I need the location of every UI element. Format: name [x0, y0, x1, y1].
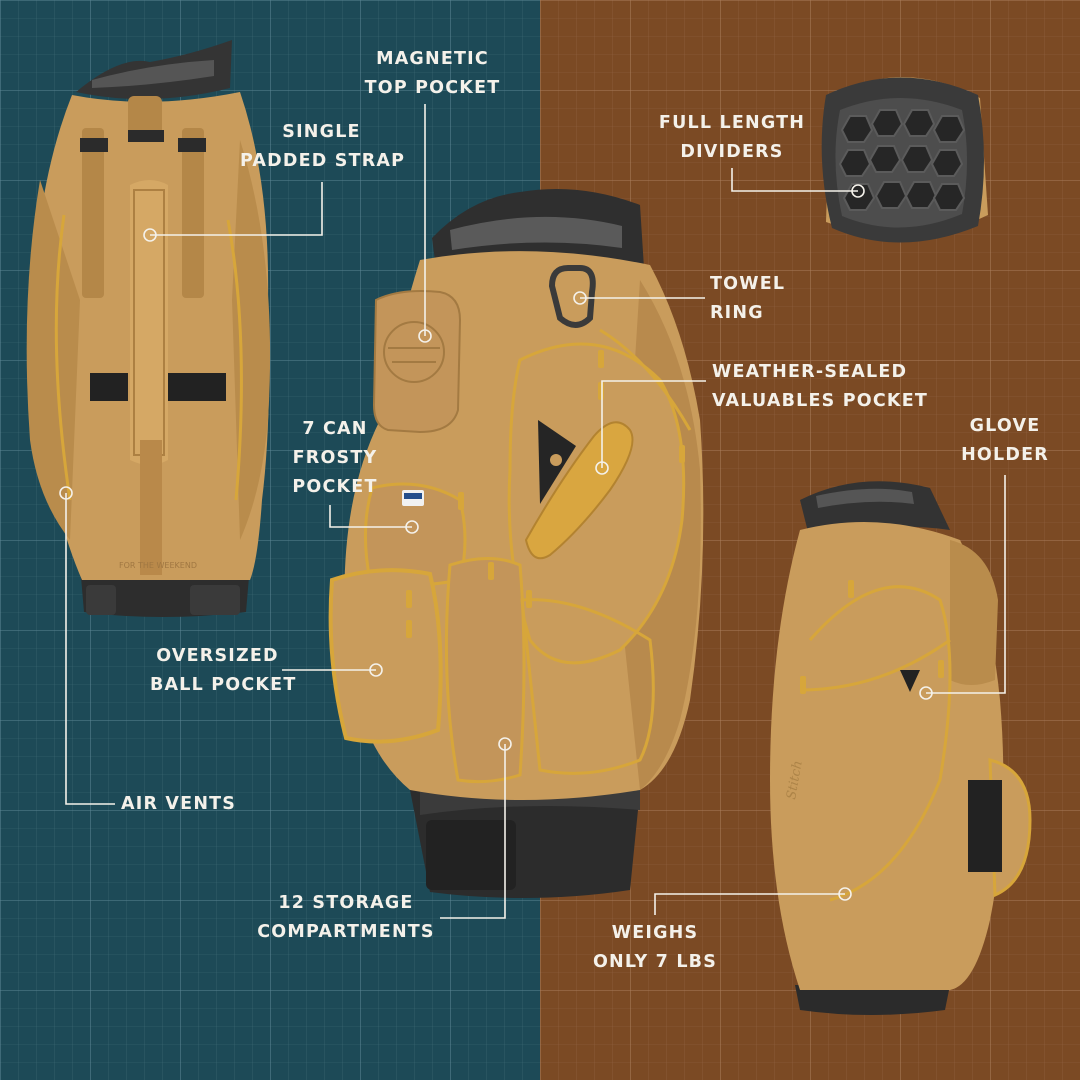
dot-towel-ring [573, 291, 587, 305]
front-view-bag [328, 188, 704, 899]
callout-line: HOLDER [961, 445, 1049, 465]
callout-line: POCKET [292, 477, 378, 497]
back-view-bag: FOR THE WEEKEND [26, 40, 271, 617]
dot-magnetic-top-pocket [418, 329, 432, 343]
callout-line: AIR VENTS [121, 794, 237, 814]
callout-line: FULL LENGTH [658, 113, 806, 133]
callout-line: COMPARTMENTS [257, 922, 435, 942]
leader-lines [65, 104, 1006, 919]
side-view-bag: Stitch [770, 481, 1032, 1015]
callout-weather-sealed-pocket: WEATHER-SEALED VALUABLES POCKET [712, 358, 928, 416]
dot-single-padded-strap [143, 228, 157, 242]
leader-frosty-pocket [329, 505, 412, 528]
callout-line: OVERSIZED [156, 646, 279, 666]
leader-weighs-only [654, 893, 845, 915]
callout-weighs-only: WEIGHS ONLY 7 LBS [590, 919, 720, 977]
callout-line: 7 CAN [302, 419, 368, 439]
callout-air-vents: AIR VENTS [121, 790, 236, 819]
callout-line: RING [710, 303, 764, 323]
callout-line: PADDED STRAP [240, 151, 406, 171]
callout-towel-ring: TOWEL RING [710, 270, 785, 328]
dot-glove-holder [919, 686, 933, 700]
dot-storage-compartments [498, 737, 512, 751]
leader-single-padded-strap [150, 182, 323, 236]
callout-magnetic-top-pocket: MAGNETIC TOP POCKET [360, 45, 505, 103]
callout-line: GLOVE [969, 416, 1041, 436]
leader-full-length-dividers [731, 168, 858, 192]
dot-ball-pocket [369, 663, 383, 677]
callout-storage-compartments: 12 STORAGE COMPARTMENTS [255, 889, 437, 947]
callout-line: WEIGHS [611, 923, 699, 943]
callout-line: 12 STORAGE [278, 893, 414, 913]
dot-full-length-dividers [851, 184, 865, 198]
leader-dots [59, 184, 933, 901]
callout-line: FROSTY [292, 448, 378, 468]
callout-glove-holder: GLOVE HOLDER [960, 412, 1050, 470]
dot-air-vents [59, 486, 73, 500]
leader-glove-holder [926, 475, 1006, 694]
callout-line: MAGNETIC [376, 49, 489, 69]
callout-full-length-dividers: FULL LENGTH DIVIDERS [652, 109, 812, 167]
leader-air-vents [65, 493, 115, 805]
leader-weather-sealed-pocket [601, 380, 706, 468]
callout-single-padded-strap: SINGLE PADDED STRAP [240, 118, 406, 176]
dot-weighs-only [838, 887, 852, 901]
dot-weather-sealed-pocket [595, 461, 609, 475]
callout-oversized-ball-pocket: OVERSIZED BALL POCKET [150, 642, 297, 700]
callout-line: VALUABLES POCKET [712, 391, 928, 411]
callout-line: ONLY 7 LBS [592, 952, 718, 972]
callout-line: DIVIDERS [680, 142, 784, 162]
dot-frosty-pocket [405, 520, 419, 534]
back-bag-print: FOR THE WEEKEND [119, 561, 197, 570]
top-view-dividers [821, 77, 988, 243]
callout-line: WEATHER-SEALED [712, 362, 908, 382]
callout-frosty-pocket: 7 CAN FROSTY POCKET [290, 415, 380, 502]
leader-storage-compartments [440, 744, 506, 919]
callout-line: SINGLE [282, 122, 361, 142]
callout-line: TOWEL [710, 274, 786, 294]
callout-line: BALL POCKET [150, 675, 297, 695]
side-bag-logo: Stitch [784, 760, 806, 801]
callout-line: TOP POCKET [364, 78, 501, 98]
